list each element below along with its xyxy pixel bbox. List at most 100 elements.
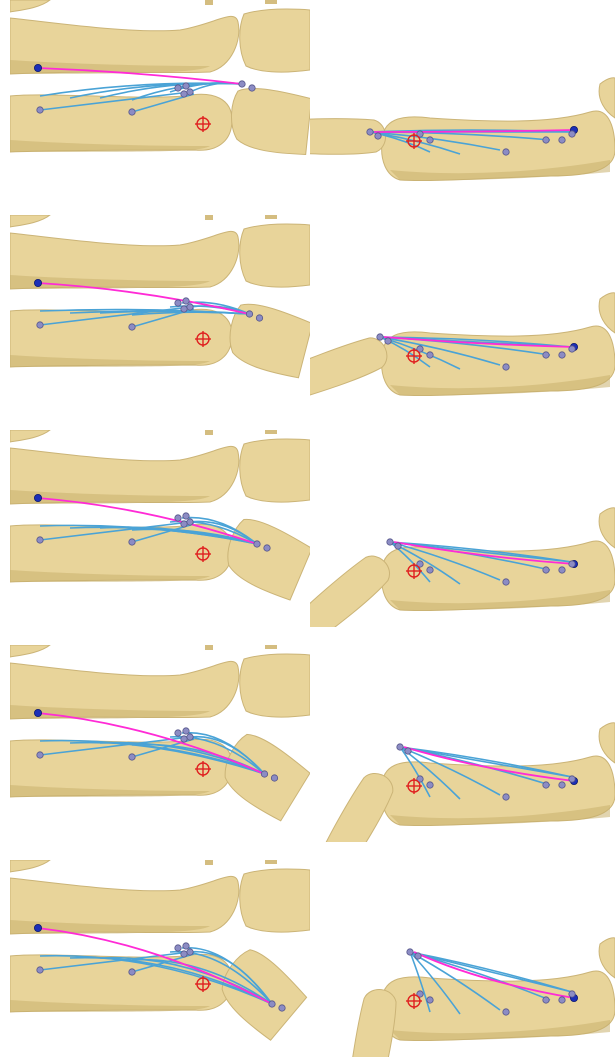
attachment-point-marker — [254, 541, 260, 547]
attachment-point-marker — [375, 133, 381, 139]
attachment-point-marker — [129, 539, 135, 545]
attachment-point-marker — [269, 1001, 275, 1007]
attachment-point-marker — [129, 109, 135, 115]
attachment-point-marker — [183, 943, 189, 949]
attachment-point-marker — [175, 730, 181, 736]
lateral-view-panel — [10, 430, 310, 627]
attachment-point-marker — [569, 991, 575, 997]
attachment-point-marker — [175, 85, 181, 91]
attachment-point-marker — [271, 775, 277, 781]
attachment-point-marker — [427, 782, 433, 788]
attachment-point-marker — [367, 129, 373, 135]
attachment-point-marker — [569, 561, 575, 567]
attachment-point-marker — [37, 752, 43, 758]
attachment-point-marker — [37, 322, 43, 328]
attachment-point-marker — [543, 782, 549, 788]
insertion-point-marker — [34, 924, 41, 931]
attachment-point-marker — [256, 315, 262, 321]
attachment-point-marker — [37, 107, 43, 113]
attachment-point-marker — [503, 579, 509, 585]
attachment-point-marker — [559, 137, 565, 143]
attachment-point-marker — [187, 519, 193, 525]
attachment-point-marker — [503, 364, 509, 370]
attachment-point-marker — [37, 537, 43, 543]
attachment-point-marker — [261, 771, 267, 777]
attachment-point-marker — [559, 782, 565, 788]
attachment-point-marker — [183, 298, 189, 304]
ligament-fiber — [100, 83, 242, 98]
proximal-phalanx-bone — [345, 987, 400, 1057]
attachment-point-marker — [543, 137, 549, 143]
attachment-point-marker — [129, 969, 135, 975]
sagittal-view-panel — [310, 215, 615, 412]
attachment-point-marker — [427, 137, 433, 143]
attachment-point-marker — [543, 567, 549, 573]
attachment-point-marker — [239, 81, 245, 87]
attachment-point-marker — [395, 543, 401, 549]
attachment-point-marker — [503, 149, 509, 155]
proximal-phalanx-bone — [310, 333, 392, 406]
attachment-point-marker — [543, 997, 549, 1003]
attachment-point-marker — [181, 951, 187, 957]
attachment-point-marker — [129, 754, 135, 760]
upper-right-bone — [240, 869, 310, 932]
insertion-point-marker — [34, 494, 41, 501]
attachment-point-marker — [427, 567, 433, 573]
attachment-point-marker — [181, 521, 187, 527]
attachment-point-marker — [181, 736, 187, 742]
attachment-point-marker — [279, 1005, 285, 1011]
attachment-point-marker — [129, 324, 135, 330]
attachment-point-marker — [387, 539, 393, 545]
proximal-phalanx-bone — [310, 119, 386, 155]
upper-right-bone — [240, 439, 310, 502]
attachment-point-marker — [543, 352, 549, 358]
attachment-point-marker — [175, 515, 181, 521]
upper-right-bone — [240, 224, 310, 287]
attachment-point-marker — [246, 311, 252, 317]
distal-bone — [228, 86, 310, 155]
attachment-point-marker — [181, 91, 187, 97]
attachment-point-marker — [559, 567, 565, 573]
attachment-point-marker — [569, 346, 575, 352]
attachment-point-marker — [175, 945, 181, 951]
attachment-point-marker — [187, 89, 193, 95]
proximal-phalanx-bone — [311, 767, 400, 842]
attachment-point-marker — [405, 748, 411, 754]
attachment-point-marker — [569, 131, 575, 137]
attachment-point-marker — [249, 85, 255, 91]
attachment-point-marker — [385, 338, 391, 344]
attachment-point-marker — [181, 306, 187, 312]
attachment-point-marker — [183, 728, 189, 734]
insertion-point-marker — [34, 279, 41, 286]
sagittal-view-panel — [310, 0, 615, 197]
attachment-point-marker — [415, 953, 421, 959]
lateral-view-panel — [10, 215, 310, 412]
lateral-view-panel — [10, 860, 310, 1057]
lateral-view-panel — [10, 645, 310, 842]
insertion-point-marker — [34, 64, 41, 71]
attachment-point-marker — [187, 734, 193, 740]
attachment-point-marker — [427, 352, 433, 358]
attachment-point-marker — [377, 334, 383, 340]
attachment-point-marker — [264, 545, 270, 551]
attachment-point-marker — [503, 794, 509, 800]
sagittal-view-panel — [310, 645, 615, 842]
attachment-point-marker — [183, 83, 189, 89]
attachment-point-marker — [559, 997, 565, 1003]
attachment-point-marker — [407, 949, 413, 955]
attachment-point-marker — [187, 304, 193, 310]
lateral-view-panel — [10, 0, 310, 197]
attachment-point-marker — [187, 949, 193, 955]
upper-right-bone — [240, 654, 310, 717]
sagittal-view-panel — [310, 430, 615, 627]
upper-right-bone — [240, 9, 310, 72]
attachment-point-marker — [503, 1009, 509, 1015]
attachment-point-marker — [569, 776, 575, 782]
attachment-point-marker — [183, 513, 189, 519]
attachment-point-marker — [559, 352, 565, 358]
attachment-point-marker — [427, 997, 433, 1003]
attachment-point-marker — [37, 967, 43, 973]
attachment-point-marker — [397, 744, 403, 750]
insertion-point-marker — [34, 709, 41, 716]
